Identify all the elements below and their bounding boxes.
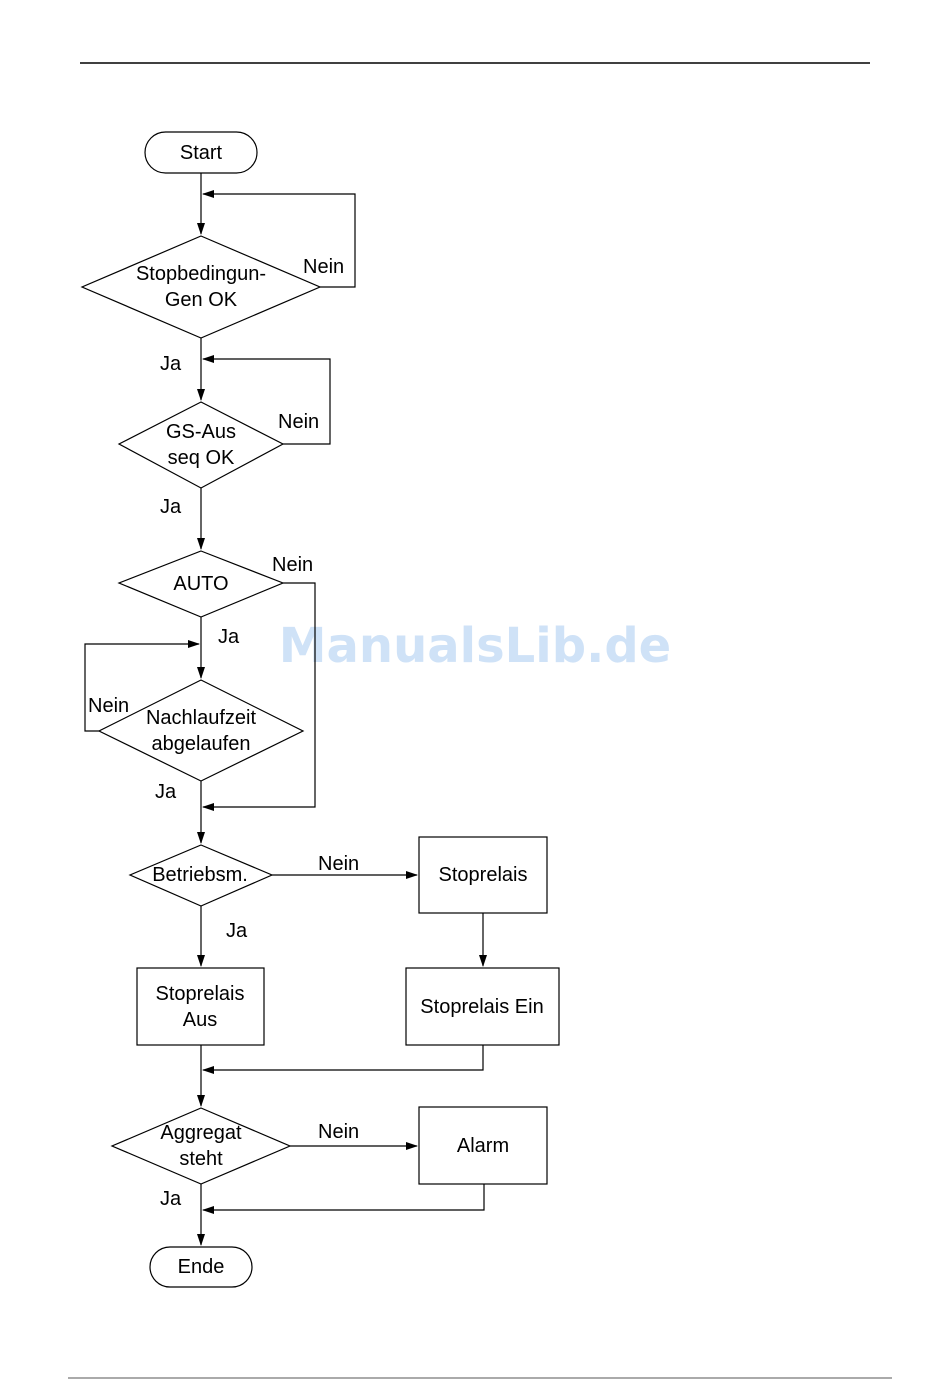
runtime-label-2: abgelaufen <box>152 733 251 755</box>
stop-relay-off-box <box>137 968 264 1045</box>
mode-label: Betriebsm. <box>152 864 248 886</box>
watermark: ManualsLib.de <box>279 618 671 674</box>
aggregate-label-2: steht <box>179 1148 223 1170</box>
aggregate-label-1: Aggregat <box>160 1122 242 1144</box>
stop-relay-off-label-2: Aus <box>183 1009 217 1031</box>
aggregate-decision <box>112 1108 290 1184</box>
stop-conditions-no-label: Nein <box>303 256 344 278</box>
stop-relay-off-label-1: Stoprelais <box>156 983 245 1005</box>
auto-yes-label: Ja <box>218 626 240 648</box>
end-label: Ende <box>178 1256 225 1278</box>
start-label: Start <box>180 142 223 164</box>
aggregate-yes-label: Ja <box>160 1188 182 1210</box>
runtime-label-1: Nachlaufzeit <box>146 707 257 729</box>
runtime-no-label: Nein <box>88 695 129 717</box>
runtime-yes-label: Ja <box>155 781 177 803</box>
alarm-label: Alarm <box>457 1135 509 1157</box>
auto-label: AUTO <box>173 573 228 595</box>
stop-relay-label: Stoprelais <box>439 864 528 886</box>
stop-relay-on-label: Stoprelais Ein <box>420 996 543 1018</box>
aggregate-no-label: Nein <box>318 1121 359 1143</box>
stop-conditions-label-1: Stopbedingun- <box>136 263 266 285</box>
stop-conditions-decision <box>82 236 320 338</box>
gs-off-label-1: GS-Aus <box>166 421 236 443</box>
gs-off-no-label: Nein <box>278 411 319 433</box>
mode-no-label: Nein <box>318 853 359 875</box>
merge-relay-on <box>203 1045 483 1070</box>
gs-off-decision <box>119 402 283 488</box>
mode-yes-label: Ja <box>226 920 248 942</box>
stop-conditions-label-2: Gen OK <box>165 289 238 311</box>
merge-alarm <box>203 1184 484 1210</box>
runtime-decision <box>99 680 303 781</box>
auto-no-label: Nein <box>272 554 313 576</box>
gs-off-yes-label: Ja <box>160 496 182 518</box>
stop-conditions-yes-label: Ja <box>160 353 182 375</box>
gs-off-label-2: seq OK <box>168 447 235 469</box>
